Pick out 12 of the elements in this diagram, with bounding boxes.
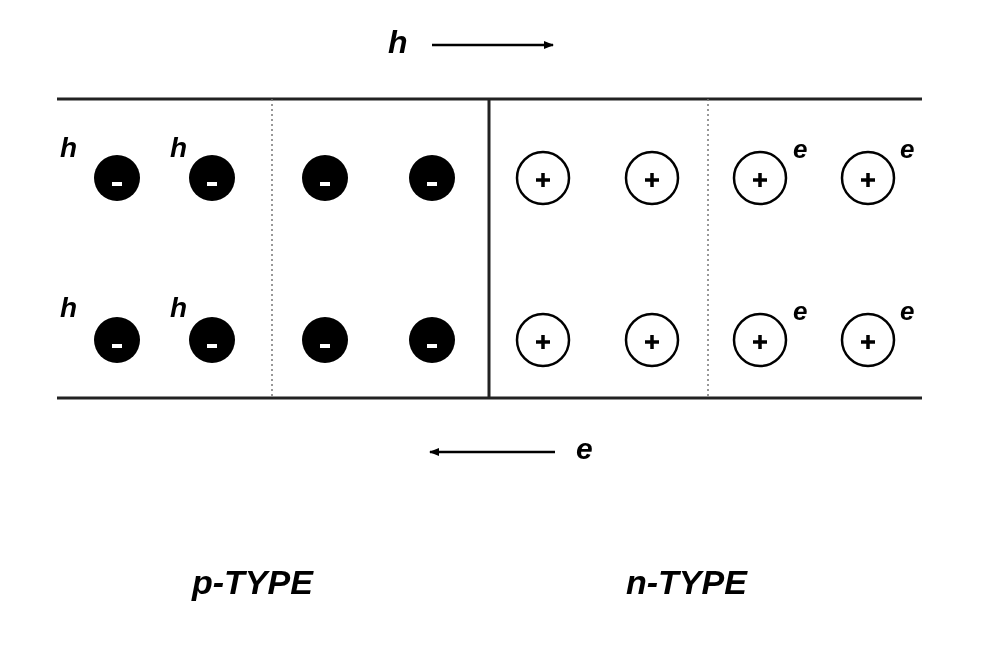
- carrier-label: h: [170, 294, 188, 322]
- carrier-label: e: [900, 298, 915, 324]
- region-label: n-TYPE: [626, 565, 747, 599]
- carrier-label: h: [170, 134, 188, 162]
- carrier-label: h: [60, 134, 78, 162]
- carrier-label: h: [388, 26, 408, 58]
- carrier-label: h: [60, 294, 78, 322]
- carrier-label: e: [793, 298, 808, 324]
- carrier-label: e: [793, 136, 808, 162]
- region-label: p-TYPE: [192, 565, 313, 599]
- carrier-label: e: [900, 136, 915, 162]
- carrier-label: e: [576, 434, 593, 464]
